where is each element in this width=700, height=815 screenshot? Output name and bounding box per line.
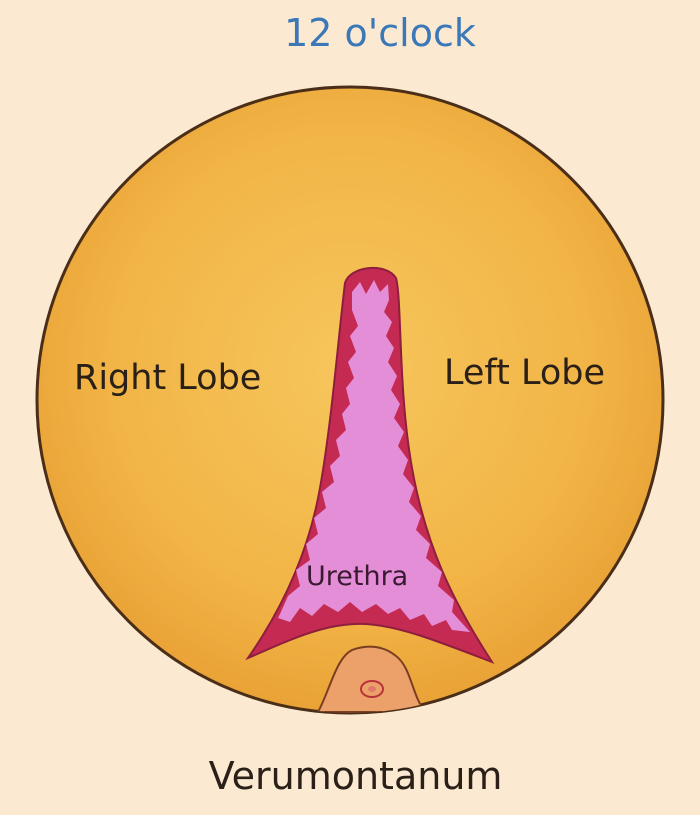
verumontanum-mound bbox=[316, 645, 429, 713]
verumontanum-orifice bbox=[360, 680, 384, 698]
urethra-lumen bbox=[270, 280, 470, 634]
verumontanum-group bbox=[316, 645, 429, 713]
verumontanum-label: Verumontanum bbox=[208, 754, 503, 798]
twelve-oclock-label: 12 o'clock bbox=[284, 11, 476, 55]
right-lobe-label: Right Lobe bbox=[74, 358, 262, 398]
left-lobe-label: Left Lobe bbox=[444, 353, 606, 393]
verumontanum-center bbox=[368, 686, 376, 692]
urethra-label: Urethra bbox=[306, 561, 409, 592]
